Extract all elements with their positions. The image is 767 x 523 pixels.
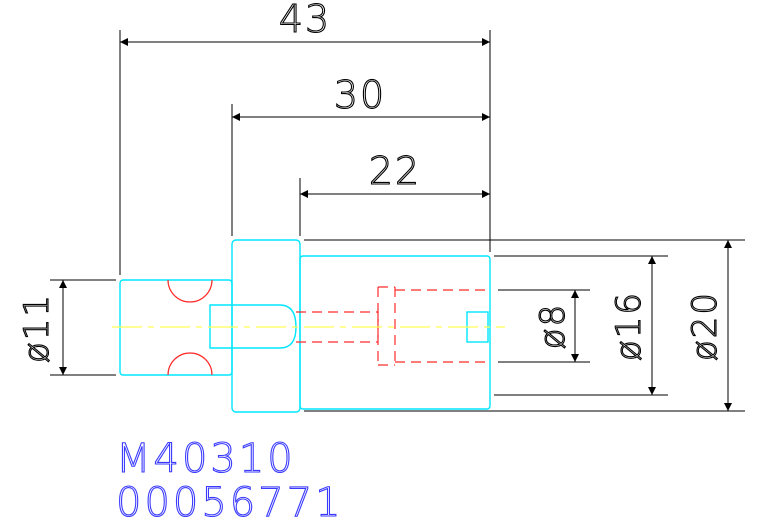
- dim-label-43: 43: [279, 0, 331, 41]
- serial-number: 00056771: [116, 480, 344, 523]
- dim-label-30: 30: [334, 73, 386, 117]
- dimensions: [50, 30, 745, 412]
- part-code: M40310: [116, 436, 296, 482]
- dim-label-20: ø20: [685, 291, 725, 361]
- main-body: [299, 255, 491, 410]
- dim-label-16: ø16: [609, 291, 649, 361]
- dim-label-11: ø11: [17, 293, 57, 363]
- hidden-lines: [167, 279, 488, 376]
- part-outline: [119, 239, 491, 413]
- hole-arc-top: [167, 279, 213, 303]
- dim-label-8: ø8: [533, 303, 573, 349]
- collar: [231, 239, 301, 413]
- hole-arc-bottom: [167, 352, 213, 376]
- dim-label-22: 22: [369, 149, 421, 193]
